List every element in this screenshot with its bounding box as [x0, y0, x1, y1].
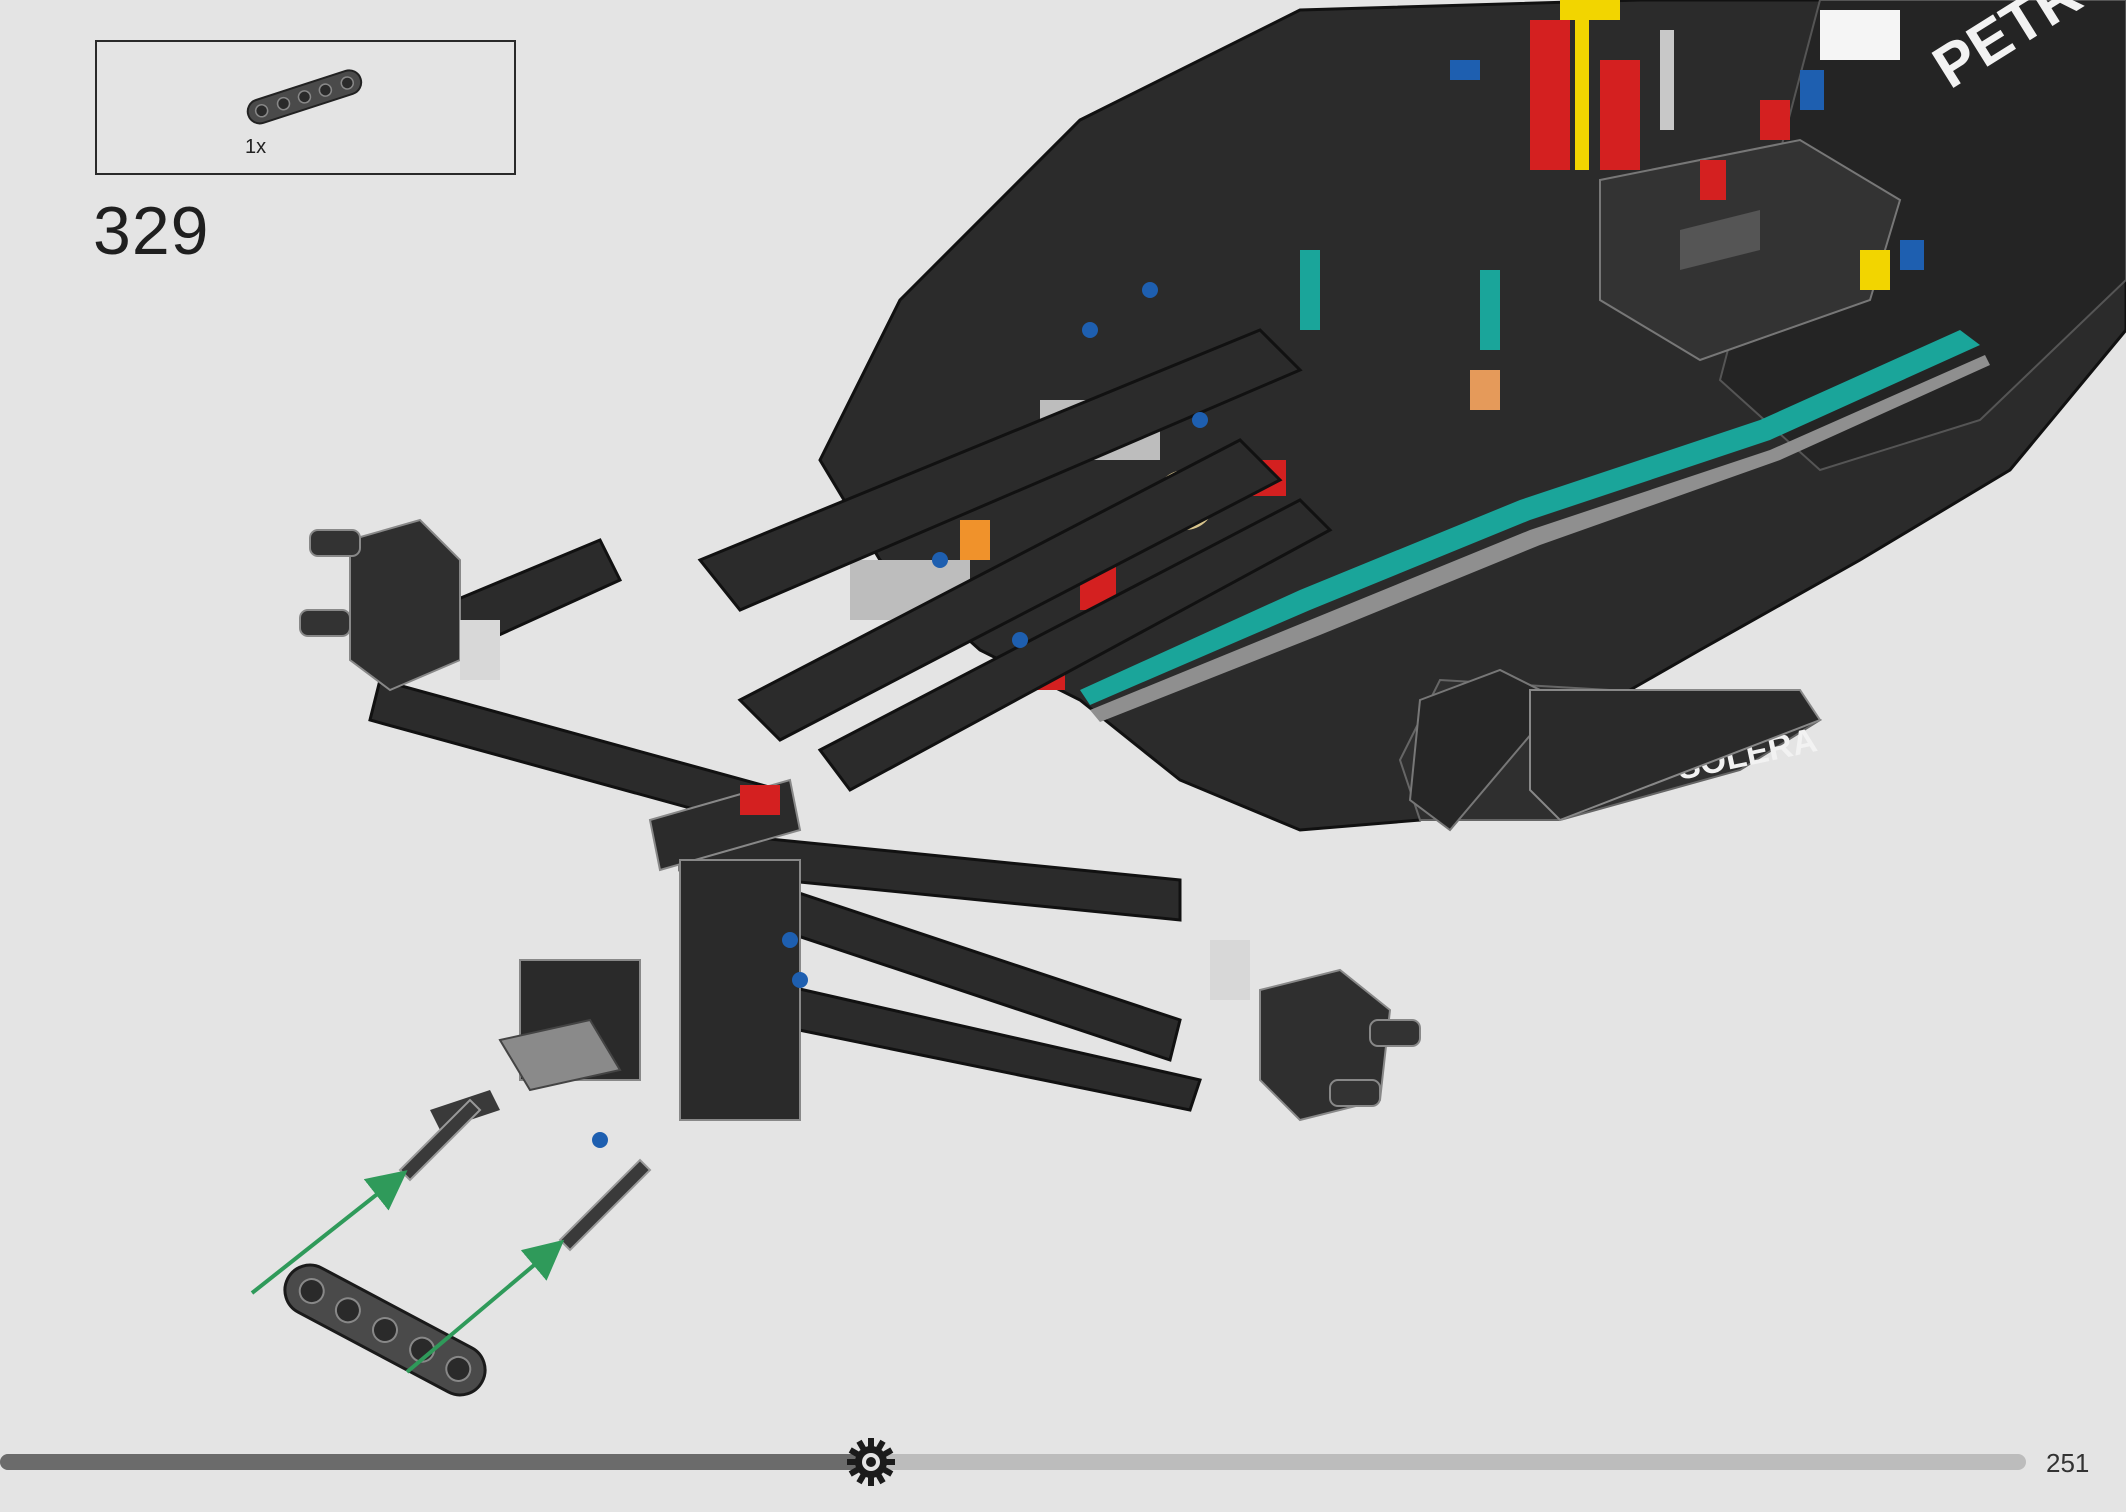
beam-5-icon	[246, 69, 363, 125]
parts-callout: 1x	[95, 40, 516, 175]
suspension-assembly	[299, 282, 1421, 1252]
new-beam-part	[283, 1263, 487, 1397]
assembly-arrow-right	[405, 1239, 565, 1374]
part-quantity: 1x	[245, 136, 267, 158]
step-number: 329	[93, 193, 210, 269]
page-number: 251	[2046, 1448, 2090, 1478]
front-wing	[1408, 668, 1822, 832]
model-illustration: PETR SOLERA	[250, 0, 2126, 1397]
progress-bar	[0, 1454, 2026, 1470]
progress-fill	[0, 1454, 872, 1470]
assembly-arrow-left	[250, 1170, 408, 1295]
gear-icon	[847, 1438, 896, 1486]
